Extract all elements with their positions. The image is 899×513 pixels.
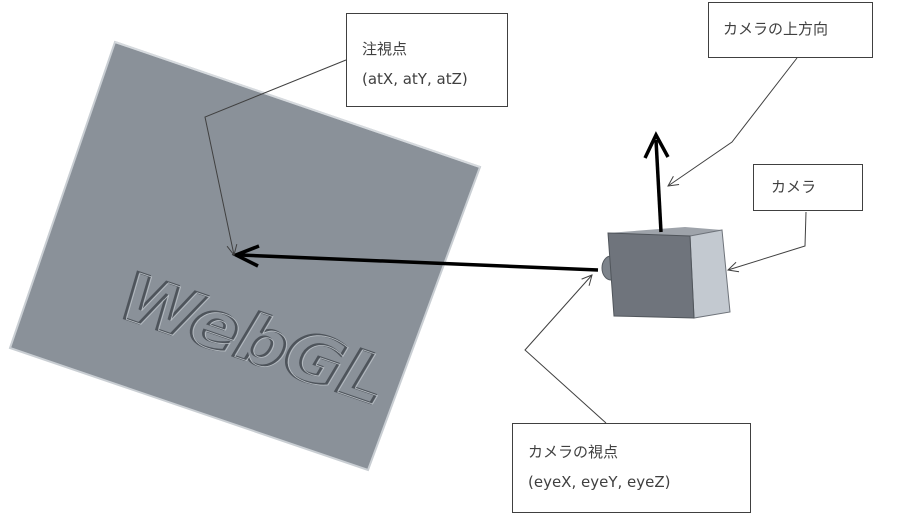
camera-side-face	[689, 229, 731, 319]
eye-leader-line	[524, 275, 607, 424]
camera-front-face	[607, 232, 695, 319]
camera-callout: カメラ	[753, 164, 863, 211]
eye-point-label: カメラの視点	[528, 443, 619, 461]
up-direction-arrow	[643, 131, 670, 233]
target-point-callout: 注視点 (atX, atY, atZ)	[346, 13, 508, 107]
camera-label: カメラ	[771, 178, 817, 196]
up-direction-callout: カメラの上方向	[708, 2, 873, 58]
target-point-coords: (atX, atY, atZ)	[362, 70, 468, 88]
eye-point-callout: カメラの視点 (eyeX, eyeY, eyeZ)	[512, 423, 751, 513]
up-direction-leader-line	[668, 57, 798, 186]
target-point-label: 注視点	[362, 40, 408, 58]
camera-model	[601, 227, 731, 319]
up-direction-label: カメラの上方向	[723, 20, 829, 38]
camera-leader-line	[728, 211, 807, 270]
plane-top-edge	[114, 41, 481, 168]
eye-point-coords: (eyeX, eyeY, eyeZ)	[528, 473, 671, 491]
target-leader-line	[204, 59, 347, 255]
